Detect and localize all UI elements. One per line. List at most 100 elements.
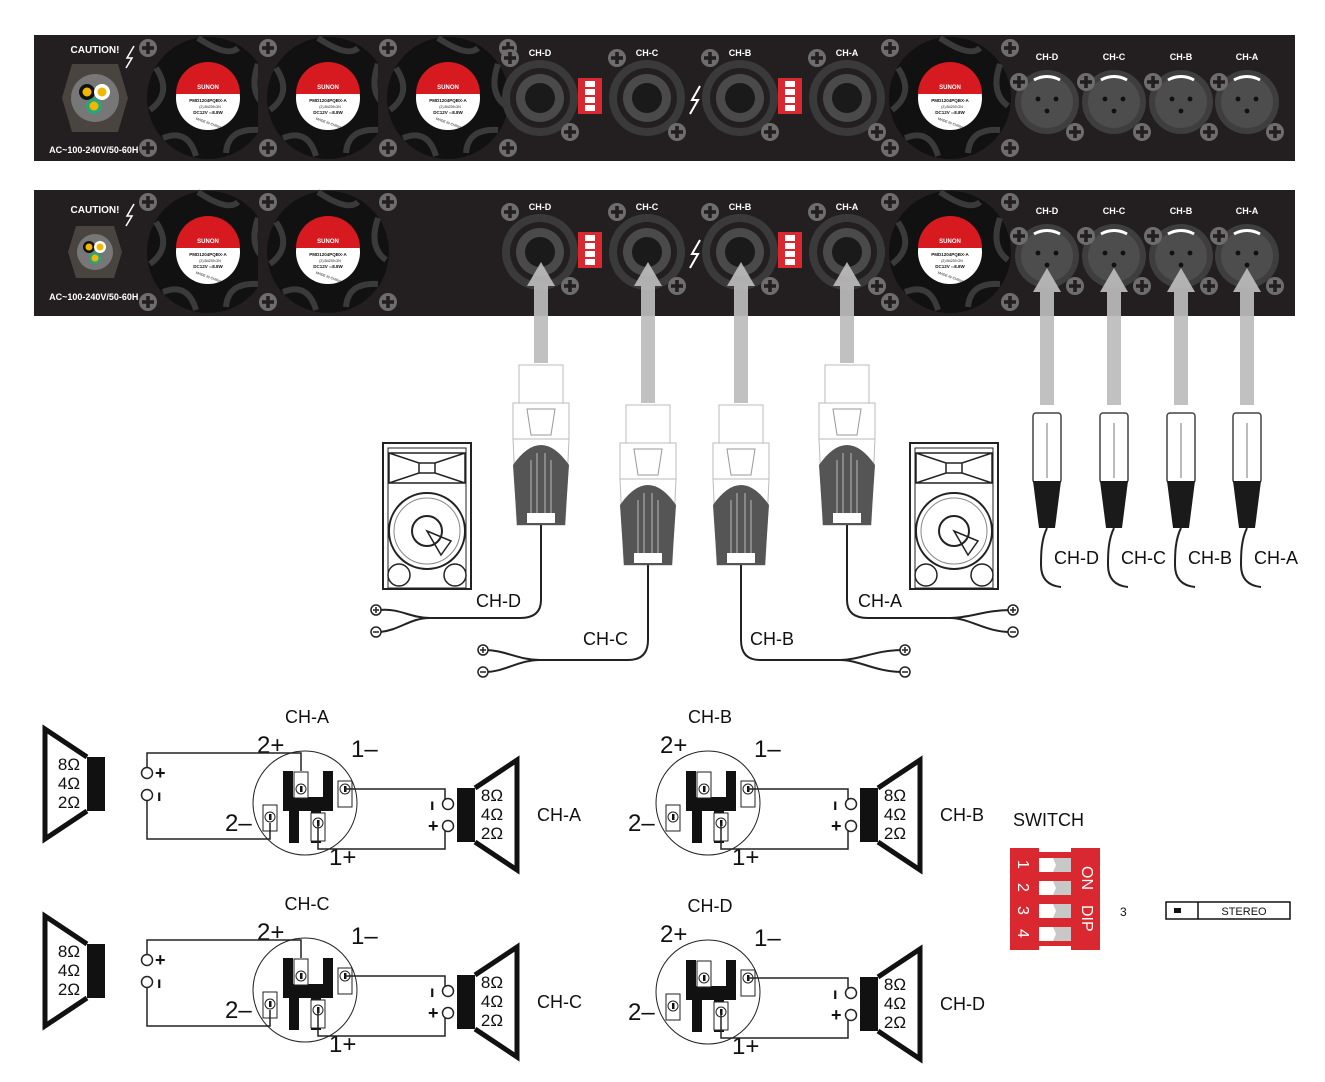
power-rating-label: AC~100-240V/50-60Hz <box>49 145 143 155</box>
dip-on-label: ON <box>1078 866 1095 890</box>
impedance-label: 8Ω <box>58 942 80 961</box>
fan-model: PMD1204PQBX-A <box>429 98 467 103</box>
xlr-input[interactable]: CH-C <box>1077 52 1151 141</box>
arrow-up-icon <box>727 262 755 403</box>
pin-label: 2– <box>225 810 252 837</box>
fan-brand: SUNON <box>197 85 219 91</box>
xlr-cable-ch-a: CH-A <box>1232 412 1298 588</box>
dip-switch-small[interactable] <box>578 232 602 268</box>
arrow-up-icon <box>527 262 555 363</box>
xlr-input[interactable]: CH-C <box>1077 206 1151 295</box>
speakon-output-ch-a[interactable]: CH-A <box>808 202 886 295</box>
svg-text:+: + <box>155 763 166 783</box>
svg-text:+: + <box>831 816 842 836</box>
screw-icon <box>1001 139 1019 157</box>
fan-rating: DC12V ═8.8W <box>313 110 343 115</box>
cable-label: CH-B <box>750 629 794 649</box>
power-inlet <box>68 226 122 278</box>
dip-switch-small[interactable] <box>778 78 802 114</box>
svg-text:ı: ı <box>430 984 434 1001</box>
wiring-title: CH-A <box>285 707 329 727</box>
speakon-label: CH-D <box>529 48 552 58</box>
screw-icon <box>881 193 899 211</box>
impedance-label: 8Ω <box>884 786 906 805</box>
pin-label: 2– <box>628 999 655 1026</box>
screw-icon <box>1210 227 1228 245</box>
xlr-input[interactable]: CH-A <box>1210 52 1284 141</box>
xlr-input[interactable]: CH-D <box>1010 52 1084 141</box>
terminal-minus-icon <box>1007 626 1019 638</box>
screw-icon <box>379 139 397 157</box>
xlr-label: CH-C <box>1103 52 1126 62</box>
pin-label: 2+ <box>660 921 687 948</box>
power-inlet <box>62 64 128 132</box>
speakon-output-ch-c[interactable]: CH-C <box>608 202 686 295</box>
speakon-output-ch-d[interactable]: CH-D <box>501 202 579 295</box>
xlr-input[interactable]: CH-B <box>1144 206 1218 295</box>
speakon-plug-icon <box>619 404 677 566</box>
dip-switch-icon <box>578 232 602 268</box>
screw-icon <box>561 123 579 141</box>
speakon-cable-ch-b: CH-B <box>712 404 794 649</box>
pin-label: 1– <box>754 925 781 952</box>
impedance-label: 4Ω <box>58 774 80 793</box>
speakon-output-ch-b[interactable]: CH-B <box>701 48 779 141</box>
screw-icon <box>139 139 157 157</box>
fan-rating: DC12V ═8.8W <box>313 264 343 269</box>
speakon-output-ch-c[interactable]: CH-C <box>608 48 686 141</box>
cable-label: CH-C <box>583 629 628 649</box>
speakon-output-ch-b[interactable]: CH-B <box>701 202 779 295</box>
terminal-plus-icon <box>477 644 489 656</box>
screw-icon <box>259 139 277 157</box>
screw-icon <box>1077 73 1095 91</box>
switch-row-number: 3 <box>1120 905 1127 919</box>
screw-icon <box>1144 227 1162 245</box>
impedance-label: 4Ω <box>884 994 906 1013</box>
cable-label: CH-C <box>1121 548 1166 568</box>
screw-icon <box>1144 73 1162 91</box>
screw-icon <box>761 123 779 141</box>
arrow-up-icon <box>833 262 861 363</box>
dip-switch-small[interactable] <box>578 78 602 114</box>
caution-label: CAUTION! <box>71 205 120 216</box>
pin-label: 1– <box>351 736 378 763</box>
screw-icon <box>499 139 517 157</box>
arrow-up-icon <box>1100 268 1128 405</box>
speakon-face-icon <box>655 750 761 856</box>
dip-switch-icon <box>578 78 602 114</box>
xlr-input[interactable]: CH-B <box>1144 52 1218 141</box>
dip-switch-small[interactable] <box>778 232 802 268</box>
xlr-plug-icon <box>1032 412 1062 529</box>
speaker-icon <box>860 944 923 1064</box>
impedance-label: 2Ω <box>481 1011 503 1030</box>
terminal-minus-icon <box>477 666 489 678</box>
speakon-output-ch-a[interactable]: CH-A <box>808 48 886 141</box>
fan-sub: (2).B4239.GN <box>199 105 221 109</box>
impedance-label: 2Ω <box>58 793 80 812</box>
fan-brand: SUNON <box>317 239 339 245</box>
screw-icon <box>379 193 397 211</box>
fan-model: PMD1204PQBX-A <box>931 98 969 103</box>
fan-model: PMD1204PQBX-A <box>309 98 347 103</box>
pin-label: 2– <box>225 997 252 1024</box>
xlr-label: CH-A <box>1236 206 1259 216</box>
fan-sub: (2).B4239.GN <box>941 259 963 263</box>
fan-sub: (2).B4239.GN <box>319 259 341 263</box>
screw-icon <box>1210 73 1228 91</box>
rear-panel-top: CAUTION! AC~100-240V/50-60Hz SUNONPMD120… <box>34 35 1295 161</box>
fan-rating: DC12V ═8.8W <box>433 110 463 115</box>
impedance-label: 8Ω <box>58 755 80 774</box>
xlr-input[interactable]: CH-D <box>1010 206 1084 295</box>
impedance-label: 4Ω <box>481 992 503 1011</box>
fan-rating: DC12V ═8.8W <box>193 110 223 115</box>
xlr-input[interactable]: CH-A <box>1210 206 1284 295</box>
svg-text:+: + <box>428 1003 439 1023</box>
lightning-icon <box>125 203 135 227</box>
speakon-output-ch-d[interactable]: CH-D <box>501 48 579 141</box>
